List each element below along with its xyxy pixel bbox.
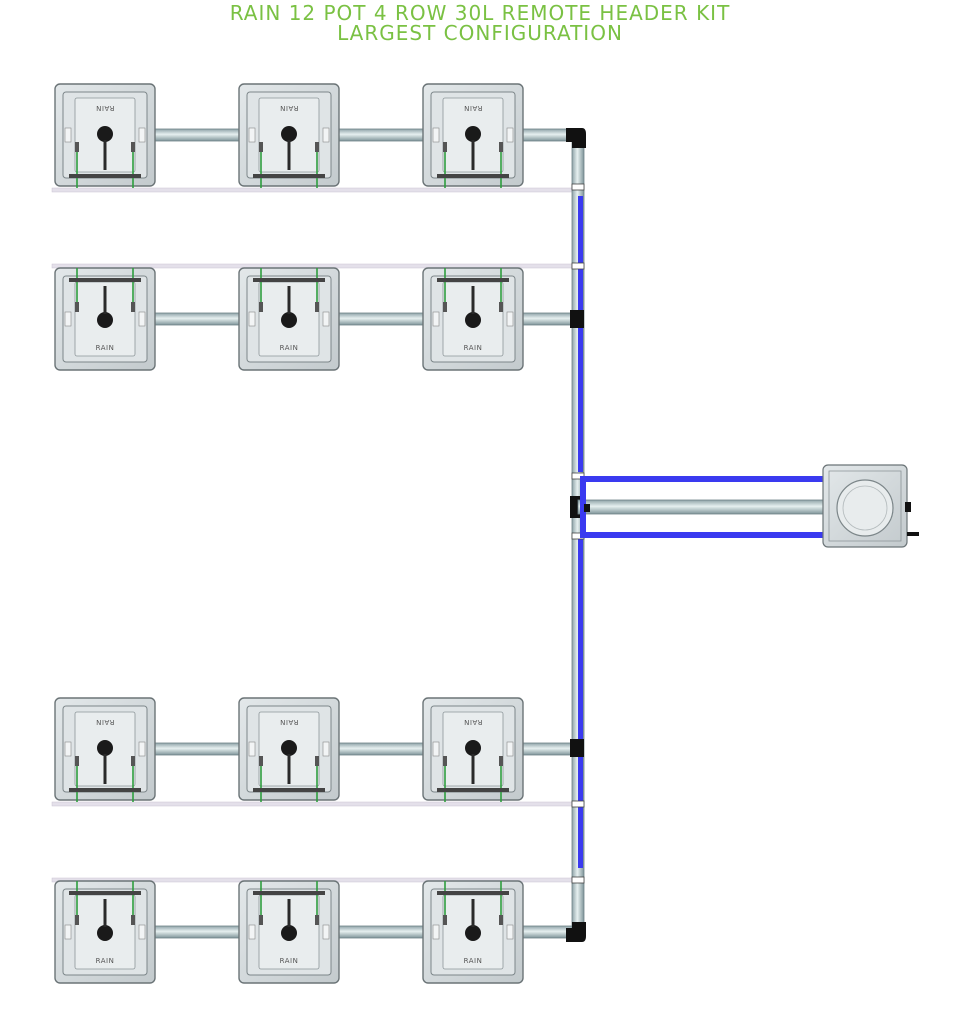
header-tank-lid: [836, 479, 894, 537]
pot-icon: RAIN: [422, 697, 524, 802]
pipe-collar: [571, 183, 585, 191]
pot-icon: RAIN: [54, 697, 156, 802]
main-manifold: [566, 128, 586, 942]
pot-icon: RAIN: [54, 83, 156, 188]
pot-icon: RAIN: [422, 880, 524, 984]
pot-icon: RAIN: [54, 267, 156, 371]
pipes: [149, 128, 579, 939]
header-pipe: [577, 499, 829, 515]
elbow-fitting: [566, 128, 586, 148]
tee-fitting: [570, 310, 584, 328]
remote-header-tank-icon: [577, 464, 919, 548]
pot-icon: RAIN: [238, 83, 340, 188]
pot-label: RAIN: [96, 344, 115, 352]
header-supply-tube: [580, 482, 586, 532]
drain-line: [51, 187, 585, 193]
pot-label: RAIN: [280, 104, 299, 112]
pot-icon: RAIN: [238, 697, 340, 802]
pot-label: RAIN: [280, 344, 299, 352]
pot-icon: RAIN: [238, 267, 340, 371]
supply-tube-upper: [578, 196, 583, 472]
pot-label: RAIN: [464, 104, 483, 112]
pot-label: RAIN: [96, 104, 115, 112]
pot-icon: RAIN: [54, 880, 156, 984]
pot-label: RAIN: [464, 718, 483, 726]
pot-label: RAIN: [96, 957, 115, 965]
pot-label: RAIN: [464, 344, 483, 352]
pot-label: RAIN: [96, 718, 115, 726]
header-supply-tube: [580, 476, 828, 482]
pot-icon: RAIN: [422, 83, 524, 188]
tee-fitting: [570, 739, 584, 757]
pipe-collar: [571, 800, 585, 808]
pipe-collar: [571, 262, 585, 270]
pot-label: RAIN: [280, 957, 299, 965]
pot-icon: RAIN: [422, 267, 524, 371]
diagram-title: RAIN 12 POT 4 ROW 30L REMOTE HEADER KIT: [229, 1, 731, 25]
elbow-fitting: [566, 922, 586, 942]
pipe-collar: [571, 876, 585, 884]
diagram-subtitle: LARGEST CONFIGURATION: [337, 21, 623, 45]
pot-label: RAIN: [280, 718, 299, 726]
drain-line: [51, 801, 585, 807]
header-fitting: [905, 502, 911, 512]
pot-label: RAIN: [464, 957, 483, 965]
pot-icon: RAIN: [238, 880, 340, 984]
header-outlet-cable: [907, 532, 919, 536]
pots: RAIN RAIN RAIN RAIN RAIN RAIN RAIN RAIN RAIN RAIN…: [54, 83, 524, 984]
supply-tube-lower: [578, 538, 583, 868]
header-supply-tube: [580, 532, 828, 538]
header-fitting: [584, 504, 590, 512]
